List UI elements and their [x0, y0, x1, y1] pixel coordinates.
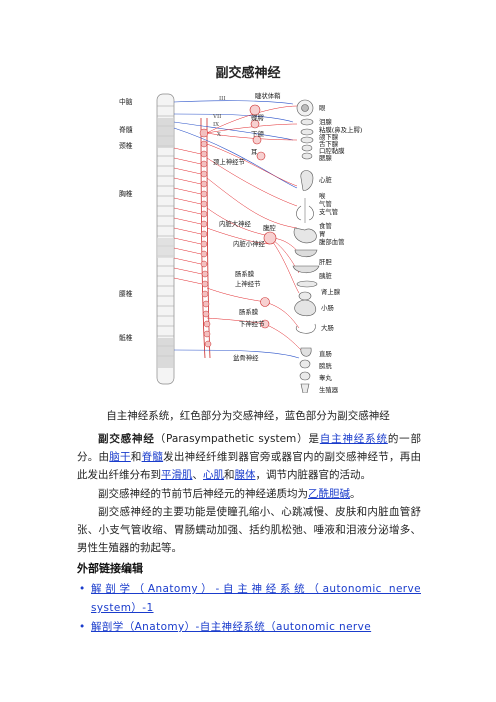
- neurotransmitter-paragraph: 副交感神经的节前节后神经元的神经递质均为乙酰胆碱。: [98, 488, 361, 500]
- svg-text:心脏: 心脏: [319, 175, 332, 184]
- bullet-icon: •: [79, 621, 86, 633]
- svg-text:VII: VII: [212, 114, 221, 120]
- label-midbrain: 中脑: [119, 97, 133, 106]
- svg-text:口腔黏膜: 口腔黏膜: [319, 146, 345, 155]
- svg-text:下神经节: 下神经节: [239, 319, 265, 328]
- svg-text:喉: 喉: [319, 191, 326, 200]
- svg-text:内脏大神经: 内脏大神经: [219, 219, 252, 228]
- link-smooth-muscle[interactable]: 平滑肌: [161, 469, 193, 481]
- svg-text:IX: IX: [213, 122, 219, 128]
- svg-text:腹部血管: 腹部血管: [319, 237, 345, 246]
- link-spinal-cord[interactable]: 脊髓: [141, 451, 164, 463]
- organs: [292, 99, 320, 393]
- prevertebral-ganglia: [249, 104, 277, 329]
- link-gland[interactable]: 腺体: [234, 469, 256, 481]
- svg-text:耳: 耳: [251, 148, 258, 156]
- intro-paragraph: 副交感神经（Parasympathetic system）是自主神经系统的一部分…: [77, 433, 422, 481]
- svg-text:生殖器: 生殖器: [319, 385, 339, 393]
- svg-text:舌下腺: 舌下腺: [319, 139, 339, 148]
- svg-text:粘膜(鼻及上腭): 粘膜(鼻及上腭): [319, 125, 362, 134]
- autonomic-nervous-system-diagram: 中脑 脊髓 颈椎 胸椎 腰椎 骶椎 III VII IX X 睫状体鞘 蝶腭 下…: [119, 91, 362, 393]
- sympathetic-chain: [200, 117, 211, 359]
- svg-text:肝胆: 肝胆: [319, 258, 332, 266]
- label-cervical: 颈椎: [119, 141, 133, 150]
- label-thoracic: 胸椎: [119, 189, 133, 198]
- svg-text:胃: 胃: [319, 230, 325, 238]
- figure-caption: 自主神经系统，红色部分为交感神经，蓝色部分为副交感神经: [106, 410, 390, 422]
- svg-text:腮腺: 腮腺: [319, 153, 332, 162]
- svg-text:上神经节: 上神经节: [235, 279, 261, 288]
- link-cardiac-muscle[interactable]: 心肌: [203, 469, 224, 481]
- svg-text:蝶腭: 蝶腭: [251, 113, 264, 122]
- bullet-icon: •: [79, 583, 86, 595]
- svg-text:大肠: 大肠: [321, 323, 334, 332]
- link-brainstem[interactable]: 脑干: [109, 451, 131, 463]
- svg-text:泪腺: 泪腺: [319, 117, 332, 126]
- spinal-column: [156, 93, 175, 385]
- external-link-1[interactable]: 解剖学（Anatomy）-自主神经系统（autonomic nerve syst…: [91, 583, 421, 614]
- svg-text:小肠: 小肠: [321, 303, 334, 312]
- cranial-nerve-numerals: III VII IX X: [212, 96, 226, 138]
- svg-text:胰脏: 胰脏: [319, 271, 332, 280]
- svg-text:下颌: 下颌: [251, 129, 264, 138]
- external-links-heading: 外部链接编辑: [77, 562, 143, 575]
- label-sacral: 骶椎: [119, 333, 133, 342]
- svg-text:颈上神经节: 颈上神经节: [213, 157, 246, 166]
- svg-text:睾丸: 睾丸: [319, 373, 332, 382]
- parasympathetic-fibers: [173, 100, 300, 359]
- svg-text:肠系膜: 肠系膜: [235, 269, 255, 278]
- svg-text:支气管: 支气管: [319, 207, 338, 216]
- ganglion-labels: 睫状体鞘 蝶腭 下颌 耳 颈上神经节 内脏大神经 腹腔 内脏小神经 肠系膜 上神…: [213, 91, 281, 362]
- svg-text:颌下腺: 颌下腺: [319, 132, 339, 141]
- svg-text:肾上腺: 肾上腺: [321, 287, 341, 296]
- svg-text:膀胱: 膀胱: [319, 361, 332, 370]
- svg-text:肠系膜: 肠系膜: [239, 307, 259, 316]
- external-link-2[interactable]: 解剖学（Anatomy）-自主神经系统（autonomic nerve: [91, 621, 372, 633]
- svg-text:眼: 眼: [319, 104, 326, 112]
- vertebral-region-labels: 中脑 脊髓 颈椎 胸椎 腰椎 骶椎: [119, 97, 133, 342]
- svg-text:内脏小神经: 内脏小神经: [233, 239, 266, 248]
- svg-text:食管: 食管: [319, 221, 332, 230]
- label-lumbar: 腰椎: [119, 289, 133, 298]
- external-link-item[interactable]: • 解剖学（Anatomy）-自主神经系统（autonomic nerve: [77, 618, 421, 637]
- label-spinal: 脊髓: [119, 125, 133, 134]
- link-autonomic-nervous-system[interactable]: 自主神经系统: [319, 433, 388, 445]
- term-parasympathetic: 副交感神经: [98, 433, 155, 445]
- external-links-list: • 解剖学（Anatomy）-自主神经系统（autonomic nerve sy…: [77, 580, 421, 637]
- svg-text:直肠: 直肠: [319, 349, 332, 358]
- svg-text:气管: 气管: [319, 199, 332, 208]
- spinal-rami: [173, 147, 203, 285]
- svg-text:腹腔: 腹腔: [263, 223, 276, 232]
- page-title: 副交感神经: [215, 66, 281, 81]
- svg-text:III: III: [219, 96, 226, 102]
- organ-labels: 眼 泪腺 粘膜(鼻及上腭) 颌下腺 舌下腺 口腔黏膜 腮腺 心脏 喉 气管 支气…: [319, 104, 362, 393]
- svg-text:睫状体鞘: 睫状体鞘: [255, 91, 281, 100]
- link-acetylcholine[interactable]: 乙酰胆碱: [308, 488, 350, 500]
- svg-text:盆骨神经: 盆骨神经: [233, 353, 259, 362]
- external-link-item[interactable]: • 解剖学（Anatomy）-自主神经系统（autonomic nerve sy…: [77, 580, 421, 618]
- function-paragraph: 副交感神经的主要功能是使瞳孔缩小、心跳减慢、皮肤和内脏血管舒张、小支气管收缩、胃…: [77, 506, 421, 554]
- svg-text:X: X: [217, 132, 221, 138]
